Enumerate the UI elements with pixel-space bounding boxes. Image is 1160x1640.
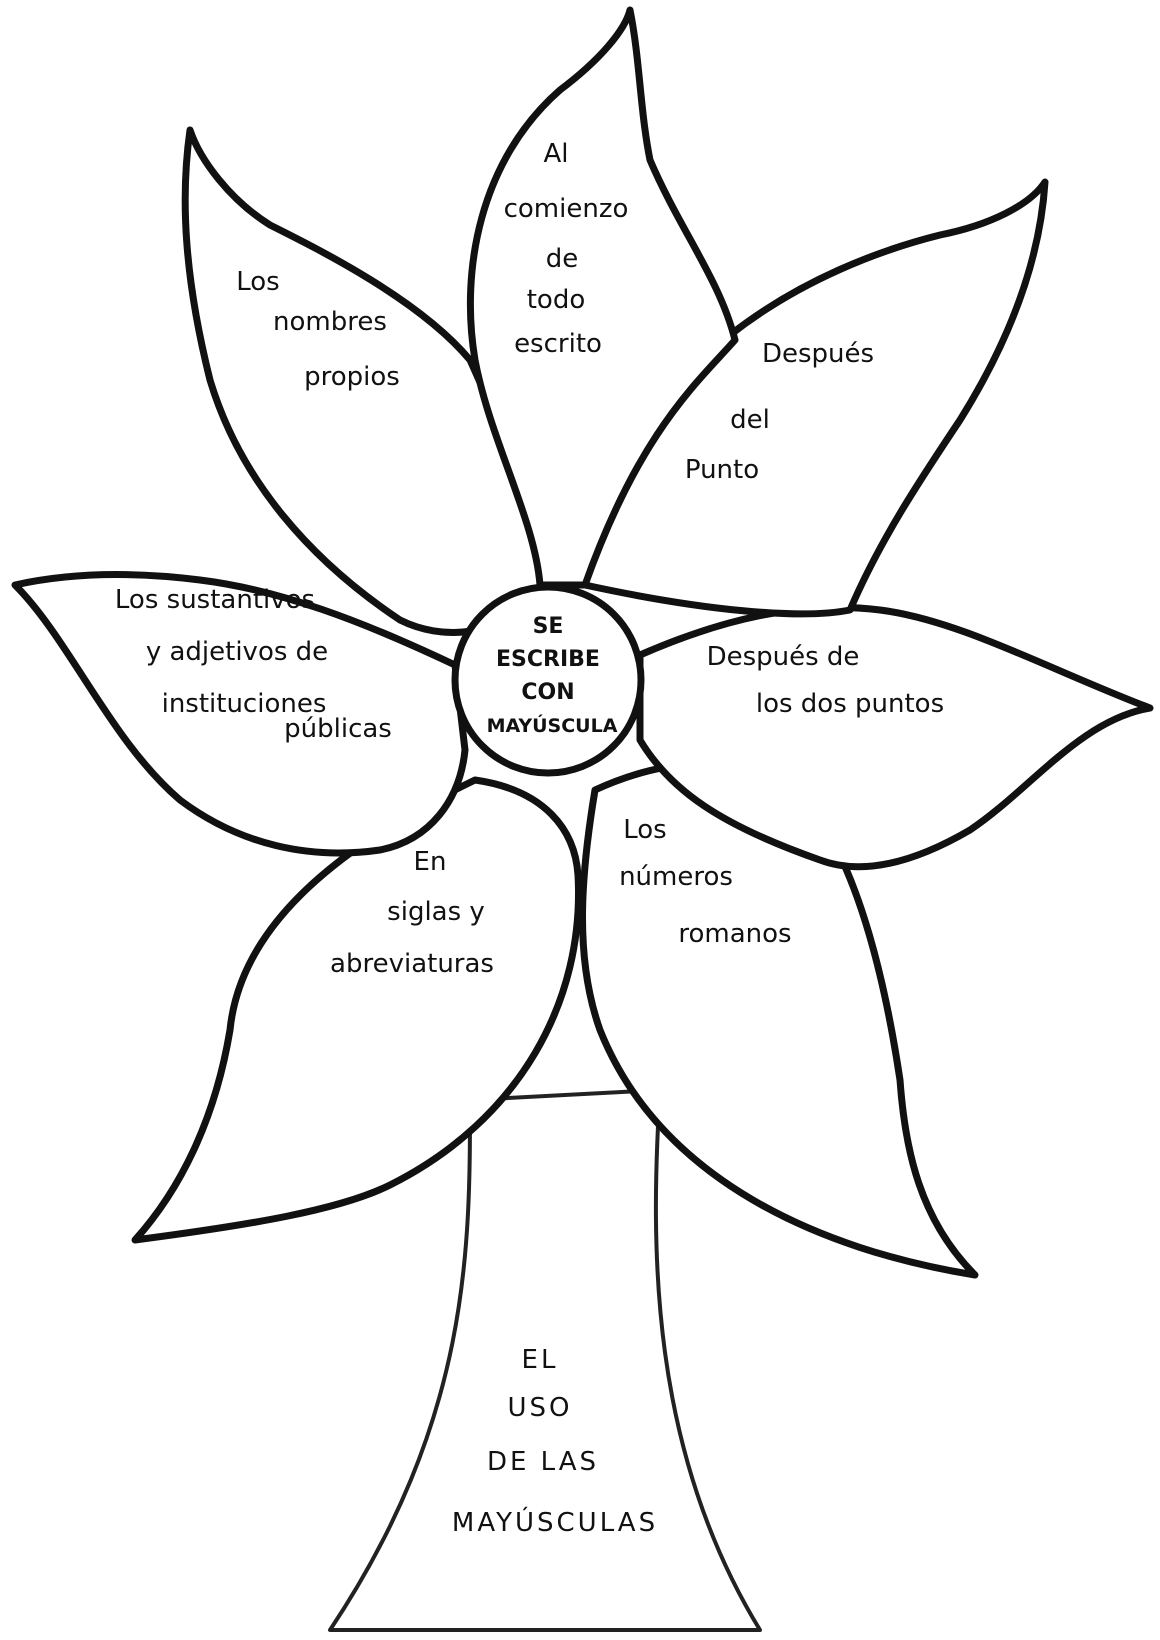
- stem-line-2: USO: [508, 1393, 573, 1423]
- center-line-1: SE: [533, 614, 564, 639]
- petal-upper-left-line-2: nombres: [273, 307, 387, 337]
- petal-upper-right-line-3: Punto: [685, 455, 759, 485]
- petal-upper-left-line-1: Los: [236, 267, 279, 297]
- petal-left-line-4: públicas: [284, 714, 392, 744]
- petal-left-line-1: Los sustantivos: [115, 585, 315, 615]
- petal-top-line-3: de: [546, 244, 579, 274]
- petal-right-line-1: Después de: [707, 642, 860, 672]
- petal-lower-right-line-2: números: [619, 862, 733, 892]
- petal-top-line-1: Al: [543, 139, 568, 169]
- petal-upper-right-line-1: Después: [762, 339, 874, 369]
- petal-lower-right-line-1: Los: [623, 815, 666, 845]
- petal-left-line-2: y adjetivos de: [146, 637, 328, 667]
- stem-line-4: MAYÚSCULAS: [452, 1506, 658, 1538]
- petal-upper-left-line-3: propios: [304, 362, 400, 392]
- petal-lower-left-line-2: siglas y: [387, 897, 485, 927]
- petal-lower-right-line-3: romanos: [678, 919, 791, 949]
- petal-top-line-2: comienzo: [504, 194, 629, 224]
- petal-top-line-4: todo: [527, 285, 586, 315]
- stem-line-3: DE LAS: [487, 1447, 599, 1477]
- petal-lower-left-line-1: En: [414, 847, 447, 877]
- center-line-3: CON: [521, 680, 574, 705]
- center-line-4: MAYÚSCULA: [487, 713, 618, 737]
- petal-right-line-2: los dos puntos: [756, 689, 944, 719]
- stem-line-1: EL: [522, 1345, 559, 1375]
- petal-top-line-5: escrito: [514, 329, 602, 359]
- center-line-2: ESCRIBE: [496, 647, 600, 672]
- petal-upper-right-line-2: del: [730, 405, 770, 435]
- petal-lower-left-line-3: abreviaturas: [330, 949, 494, 979]
